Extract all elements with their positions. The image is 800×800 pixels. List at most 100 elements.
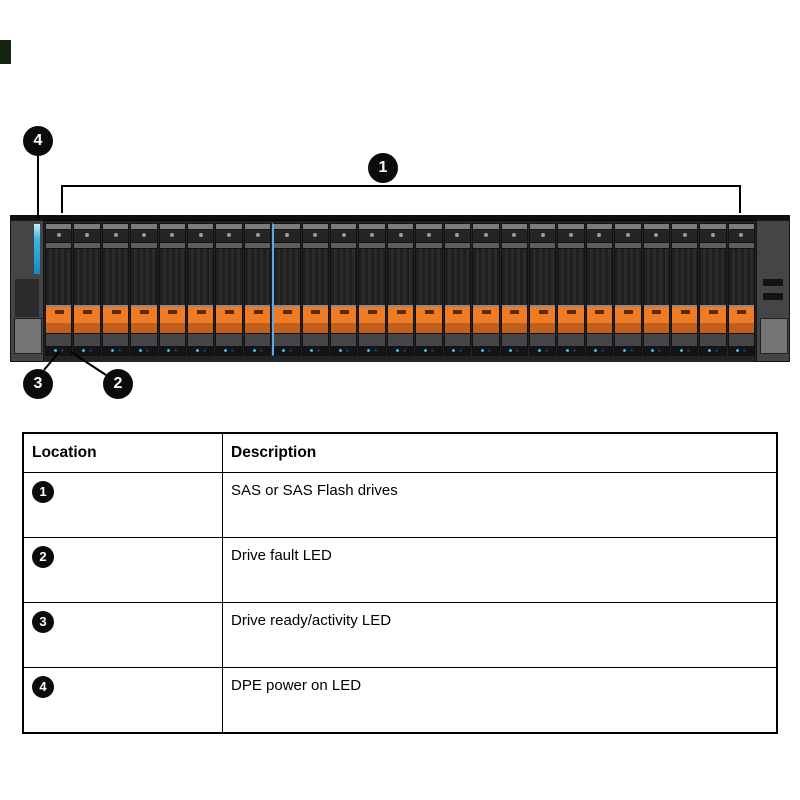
drive-lower: [102, 333, 129, 346]
drive-handle-orange: [444, 307, 471, 333]
drive-bay: [415, 223, 443, 356]
drive-activity-led: [509, 349, 513, 352]
drive-divider: [728, 305, 755, 307]
drive-body: [501, 249, 527, 305]
drive-divider: [671, 305, 698, 307]
drive-fault-led: [174, 349, 178, 352]
drive-cap: [671, 224, 698, 230]
drive-handle-notch: [680, 310, 690, 314]
drive-fault-led: [686, 349, 690, 352]
drive-top: [586, 230, 613, 242]
drive-top: [501, 230, 527, 242]
drive-top: [700, 230, 726, 242]
drive-cap: [188, 224, 214, 230]
drive-screw-dot: [56, 233, 61, 237]
drive-bay: [699, 223, 727, 356]
drive-latch: [615, 242, 641, 249]
drive-fault-led: [715, 349, 719, 352]
drive-top: [444, 230, 471, 242]
drive-led-row: [159, 346, 186, 355]
drive-bay: [130, 223, 158, 356]
drive-latch: [302, 242, 329, 249]
drive-top: [643, 230, 669, 242]
drive-handle-orange: [159, 307, 186, 333]
callout-1: 1: [368, 153, 398, 183]
drive-screw-dot: [739, 233, 744, 237]
drive-activity-led: [338, 349, 342, 352]
drive-screw-dot: [540, 233, 545, 237]
drive-activity-led: [594, 349, 598, 352]
drive-handle-orange: [387, 307, 414, 333]
drive-bay: [358, 223, 386, 356]
drive-divider: [615, 305, 641, 307]
drive-cap: [159, 224, 186, 230]
drive-activity-led: [110, 349, 114, 352]
drive-body: [331, 249, 357, 305]
drive-handle-orange: [244, 307, 271, 333]
drive-lower: [615, 333, 641, 346]
drive-fault-led: [743, 349, 747, 352]
drive-divider: [416, 305, 442, 307]
drive-screw-dot: [341, 233, 346, 237]
drive-body: [159, 249, 186, 305]
drive-top: [188, 230, 214, 242]
drive-top: [274, 230, 300, 242]
drive-divider: [643, 305, 669, 307]
drive-divider: [473, 305, 499, 307]
drive-led-row: [501, 346, 527, 355]
drive-lower: [131, 333, 157, 346]
drive-bay: [301, 223, 330, 356]
drive-cap: [501, 224, 527, 230]
drive-latch: [387, 242, 414, 249]
drive-cap: [46, 224, 72, 230]
drive-handle-orange: [331, 307, 357, 333]
drive-handle-orange: [643, 307, 669, 333]
drive-handle-notch: [54, 310, 64, 314]
column-header-description: Description: [222, 432, 778, 473]
drive-screw-dot: [625, 233, 630, 237]
drive-body: [74, 249, 100, 305]
drive-bay: [614, 223, 642, 356]
drive-activity-led: [622, 349, 626, 352]
drive-body: [643, 249, 669, 305]
drive-lower: [359, 333, 385, 346]
drive-latch: [671, 242, 698, 249]
drive-handle-notch: [510, 310, 520, 314]
drive-handle-notch: [282, 310, 292, 314]
drive-top: [331, 230, 357, 242]
drive-top: [416, 230, 442, 242]
drive-fault-led: [231, 349, 235, 352]
drive-handle-orange: [473, 307, 499, 333]
drive-handle-notch: [253, 310, 263, 314]
drive-led-row: [586, 346, 613, 355]
callout-badge-1: 1: [32, 481, 54, 503]
drive-activity-led: [537, 349, 541, 352]
drive-activity-led: [53, 349, 57, 352]
drive-led-row: [188, 346, 214, 355]
description-cell: Drive ready/activity LED: [222, 602, 778, 668]
drive-handle-notch: [737, 310, 747, 314]
drive-handle-notch: [368, 310, 378, 314]
edge-artifact: [0, 40, 11, 64]
drive-fault-led: [89, 349, 93, 352]
rack-ear-left: [10, 220, 44, 362]
drive-bay: [330, 223, 358, 356]
callout-2: 2: [103, 369, 133, 399]
drive-activity-led: [138, 349, 142, 352]
drive-fault-led: [573, 349, 577, 352]
drive-lower: [586, 333, 613, 346]
drive-cap: [586, 224, 613, 230]
legend-table: Location Description 1 SAS or SAS Flash …: [22, 432, 778, 734]
drive-bay: [101, 223, 130, 356]
drive-fault-led: [544, 349, 548, 352]
drive-body: [274, 249, 300, 305]
drive-lower: [331, 333, 357, 346]
callout-4: 4: [23, 126, 53, 156]
drive-cap: [615, 224, 641, 230]
drive-activity-led: [224, 349, 228, 352]
drive-top: [74, 230, 100, 242]
drive-screw-dot: [455, 233, 460, 237]
drive-handle-notch: [83, 310, 93, 314]
drive-screw-dot: [398, 233, 403, 237]
callout-badge-3: 3: [32, 611, 54, 633]
